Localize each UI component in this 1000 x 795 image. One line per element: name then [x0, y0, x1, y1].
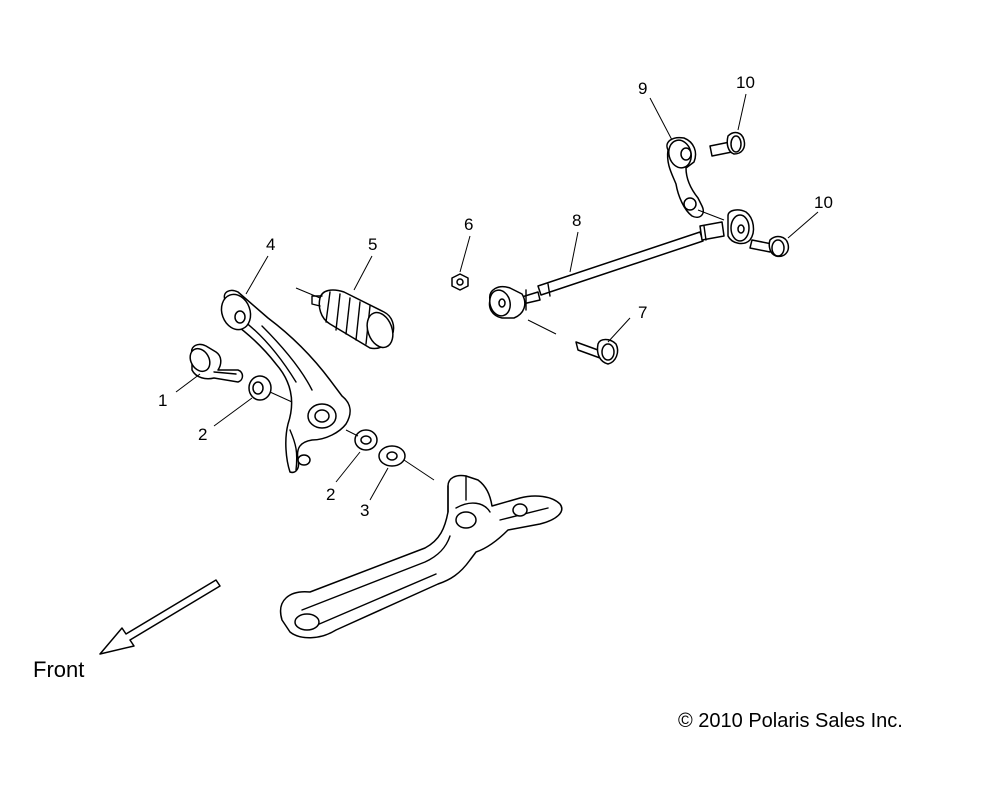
rod-end-left	[488, 286, 526, 319]
callout-1: 1	[158, 391, 167, 410]
shift-peg	[311, 289, 395, 350]
pivot-bolt	[189, 343, 244, 383]
callout-8: 8	[572, 211, 581, 230]
shift-rod	[511, 221, 725, 311]
bushing-upper	[248, 375, 272, 401]
rod-end-right	[727, 209, 755, 245]
callout-2-upper: 2	[198, 425, 207, 444]
callout-10-upper: 10	[736, 73, 755, 92]
callout-2-lower: 2	[326, 485, 335, 504]
nut	[451, 273, 469, 291]
rod-bolt	[527, 319, 619, 365]
callout-7: 7	[638, 303, 647, 322]
frame-bracket	[279, 474, 563, 639]
callout-10-lower: 10	[814, 193, 833, 212]
front-label: Front	[33, 657, 84, 682]
callout-5: 5	[368, 235, 377, 254]
washer-lower	[354, 429, 378, 451]
callout-6: 6	[464, 215, 473, 234]
front-arrow-icon	[99, 579, 221, 655]
callout-9: 9	[638, 79, 647, 98]
callout-4: 4	[266, 235, 275, 254]
washer-large	[378, 445, 406, 467]
assembly-lines-lower	[269, 287, 435, 481]
shift-arm	[666, 136, 725, 221]
copyright-text: © 2010 Polaris Sales Inc.	[678, 710, 903, 732]
shift-lever	[220, 289, 351, 474]
arm-bolt-upper	[709, 131, 746, 157]
arm-bolt-lower	[749, 235, 790, 258]
leader-lines	[175, 93, 819, 501]
callout-3: 3	[360, 501, 369, 520]
